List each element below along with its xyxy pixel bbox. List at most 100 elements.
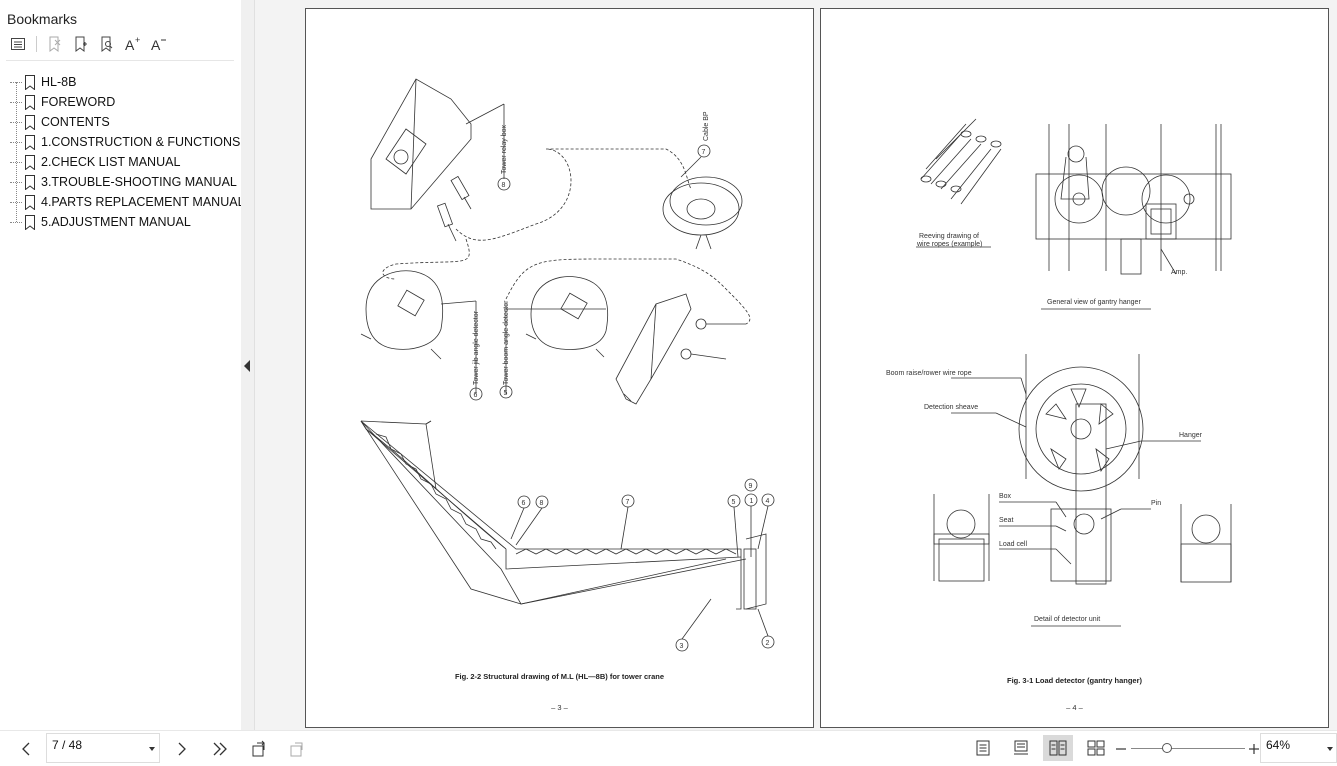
delete-bookmark-icon[interactable] [43, 33, 67, 55]
bookmark-item[interactable]: FOREWORD [6, 92, 238, 112]
bottom-toolbar: 7 / 48 64% [0, 730, 1337, 766]
callout-number: 7 [626, 499, 630, 506]
bookmark-icon [25, 75, 35, 90]
zoom-level-value: 64% [1266, 738, 1291, 752]
bookmark-item[interactable]: 4.PARTS REPLACEMENT MANUAL [6, 192, 245, 212]
decrease-text-size-icon[interactable]: A [147, 33, 171, 55]
rotate-back-icon [290, 742, 303, 757]
svg-text:A: A [125, 37, 135, 52]
tree-connector [16, 82, 17, 222]
figure-caption: Fig. 3-1 Load detector (gantry hanger) [1006, 676, 1142, 685]
bookmark-item[interactable]: 5.ADJUSTMENT MANUAL [6, 212, 238, 232]
figure-caption: Fig. 2-2 Structural drawing of M.L (HL—8… [454, 672, 665, 681]
callout-number: 9 [749, 483, 753, 490]
add-bookmark-icon[interactable] [69, 33, 93, 55]
callout-number: 4 [766, 498, 770, 505]
bookmark-label: CONTENTS [41, 115, 110, 129]
double-chevron-right-icon [213, 742, 227, 756]
continuous-view-button[interactable] [1006, 735, 1036, 761]
bookmark-icon [25, 175, 35, 190]
bookmark-label: 4.PARTS REPLACEMENT MANUAL [41, 195, 245, 209]
single-page-view-button[interactable] [968, 735, 998, 761]
label-cable-bp: Cable BP [703, 111, 710, 141]
bookmark-item[interactable]: 2.CHECK LIST MANUAL [6, 152, 238, 172]
label-general-view: General view of gantry hanger [1047, 299, 1141, 306]
bookmark-tree: HL-8B FOREWORD CONTENTS 1.CONSTRUCTION &… [6, 72, 245, 232]
document-viewer[interactable]: Tower relay box Cable BP Tower jib angle… [255, 0, 1337, 730]
bookmarks-panel: Bookmarks A+ A HL-8B FOREWORD CONTENTS 1… [0, 0, 245, 730]
bookmark-label: HL-8B [41, 75, 77, 89]
page-number-value: 7 / 48 [52, 738, 83, 752]
callout-number: 8 [502, 182, 506, 189]
bookmark-item[interactable]: HL-8B [6, 72, 238, 92]
continuous-page-icon [1014, 740, 1028, 755]
bookmarks-toolbar: A+ A [6, 33, 173, 55]
label-reeving-2: wire ropes (example) [916, 241, 982, 248]
label-detail: Detail of detector unit [1034, 616, 1100, 623]
increase-text-size-icon[interactable]: A+ [121, 33, 145, 55]
two-page-view-button[interactable] [1043, 735, 1073, 761]
callout-number: 2 [766, 640, 770, 647]
load-detector-drawing: Reeving drawing of wire ropes (example) … [886, 118, 1232, 627]
panel-title: Bookmarks [7, 11, 78, 27]
zoom-slider-track[interactable] [1131, 748, 1245, 749]
find-bookmark-icon[interactable] [95, 33, 119, 55]
label-relay-box: Tower relay box [501, 124, 508, 174]
chevron-down-icon[interactable] [1327, 747, 1333, 751]
label-pin: Pin [1151, 500, 1161, 507]
zoom-in-button[interactable] [1246, 739, 1262, 759]
label-jib-detector: Tower jib angle detector [473, 310, 480, 385]
rotate-back-button[interactable] [287, 739, 307, 759]
page-number: – 4 – [1066, 703, 1083, 712]
page-number: – 3 – [551, 703, 568, 712]
zoom-slider-thumb[interactable] [1162, 743, 1172, 753]
label-detection-sheave: Detection sheave [924, 404, 978, 411]
two-page-icon [1049, 740, 1067, 756]
structural-drawing: Tower relay box Cable BP Tower jib angle… [360, 78, 775, 652]
zoom-level-select[interactable]: 64% [1260, 733, 1337, 763]
chevron-right-icon [178, 742, 186, 756]
bookmark-label: 5.ADJUSTMENT MANUAL [41, 215, 191, 229]
label-amp: Amp. [1171, 269, 1187, 276]
callout-number: 5 [504, 390, 508, 397]
bookmark-item[interactable]: 3.TROUBLE-SHOOTING MANUAL [6, 172, 238, 192]
label-box: Box [999, 493, 1012, 500]
chevron-down-icon[interactable] [149, 747, 155, 751]
label-boom-rope: Boom raise/rower wire rope [886, 370, 972, 377]
label-reeving-1: Reeving drawing of [919, 233, 979, 240]
bookmark-label: 3.TROUBLE-SHOOTING MANUAL [41, 175, 237, 189]
callout-number: 8 [540, 500, 544, 507]
page-3: Tower relay box Cable BP Tower jib angle… [305, 8, 814, 728]
label-hanger: Hanger [1179, 432, 1203, 439]
collapse-arrow-icon [244, 360, 250, 372]
page-number-input[interactable]: 7 / 48 [46, 733, 160, 763]
callout-number: 1 [750, 498, 754, 505]
bookmark-item[interactable]: 1.CONSTRUCTION & FUNCTIONS [6, 132, 241, 152]
bookmark-icon [25, 135, 35, 150]
label-load-cell: Load cell [999, 541, 1027, 548]
next-page-button[interactable] [172, 739, 192, 759]
bookmark-icon [25, 215, 35, 230]
grid-pages-icon [1087, 740, 1105, 756]
chevron-left-icon [22, 742, 30, 756]
bookmark-options-icon[interactable] [6, 33, 30, 55]
two-page-continuous-view-button[interactable] [1081, 735, 1111, 761]
bookmark-label: 2.CHECK LIST MANUAL [41, 155, 181, 169]
svg-text:A: A [151, 37, 161, 52]
bookmark-label: 1.CONSTRUCTION & FUNCTIONS [41, 135, 241, 149]
bookmark-item[interactable]: CONTENTS [6, 112, 238, 132]
rotate-page-button[interactable] [249, 739, 269, 759]
collapse-panel-handle[interactable] [241, 0, 255, 730]
panel-divider [6, 60, 234, 61]
zoom-out-button[interactable] [1113, 739, 1129, 759]
bookmark-icon [25, 115, 35, 130]
bookmark-icon [25, 95, 35, 110]
callout-number: 6 [522, 500, 526, 507]
callout-number: 3 [680, 643, 684, 650]
callout-number: 6 [474, 392, 478, 399]
last-page-button[interactable] [210, 739, 230, 759]
callout-number: 7 [702, 149, 706, 156]
bookmark-icon [25, 155, 35, 170]
previous-page-button[interactable] [16, 739, 36, 759]
callout-number: 5 [732, 499, 736, 506]
